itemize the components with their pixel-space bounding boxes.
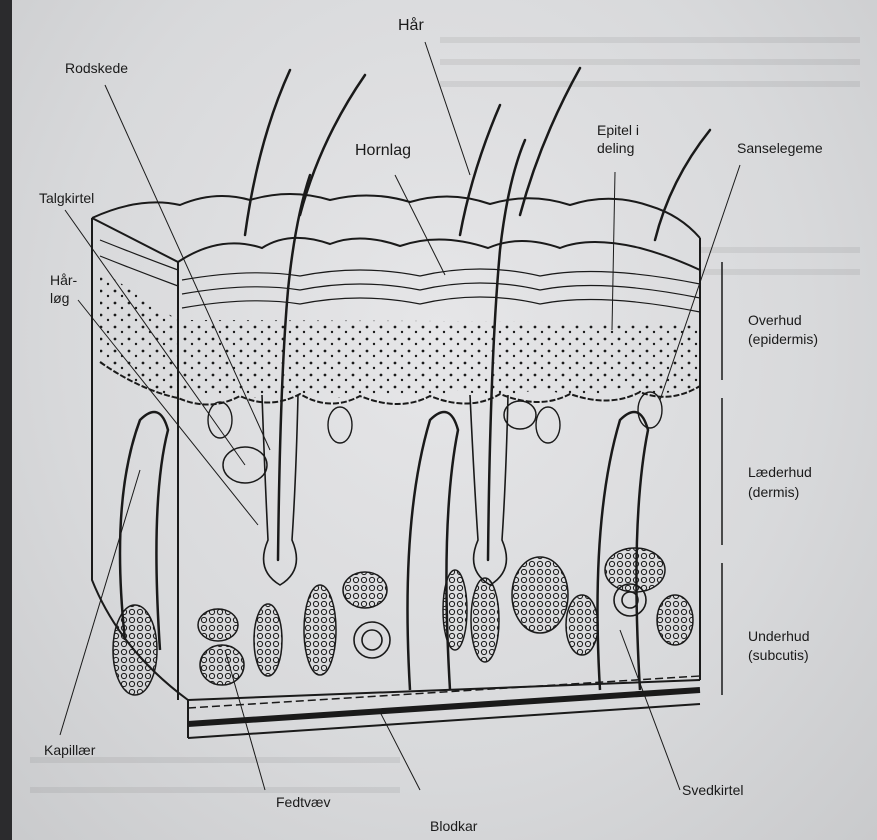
- label-laederhud-latin: (dermis): [748, 484, 799, 501]
- capillary-loops: [120, 412, 648, 690]
- hornlag-lines: [100, 240, 700, 312]
- label-haarloeg-line1: Hår-: [50, 272, 77, 289]
- hair-follicles: [262, 395, 508, 585]
- label-kapillaer: Kapillær: [44, 742, 95, 759]
- label-underhud: Underhud: [748, 628, 810, 645]
- label-rodskede: Rodskede: [65, 60, 128, 77]
- label-overhud: Overhud: [748, 312, 802, 329]
- label-hornlag: Hornlag: [355, 142, 411, 159]
- label-overhud-latin: (epidermis): [748, 331, 818, 348]
- label-epitel-line2: deling: [597, 140, 634, 157]
- label-talgkirtel: Talgkirtel: [39, 190, 94, 207]
- label-blodkar: Blodkar: [430, 818, 477, 835]
- label-laederhud: Læderhud: [748, 464, 812, 481]
- background-text-lines: [30, 40, 860, 790]
- label-svedkirtel: Svedkirtel: [682, 782, 743, 799]
- label-underhud-latin: (subcutis): [748, 647, 809, 664]
- fat-lobules: [113, 548, 693, 695]
- label-fedtvaev: Fedtvæv: [276, 794, 330, 811]
- label-sanselegeme: Sanselegeme: [737, 140, 823, 157]
- label-haarloeg-line2: løg: [50, 290, 69, 307]
- label-haar: Hår: [398, 17, 424, 34]
- epidermis-dots: [182, 320, 700, 398]
- sweat-glands: [354, 584, 646, 658]
- label-epitel-line1: Epitel i: [597, 122, 639, 139]
